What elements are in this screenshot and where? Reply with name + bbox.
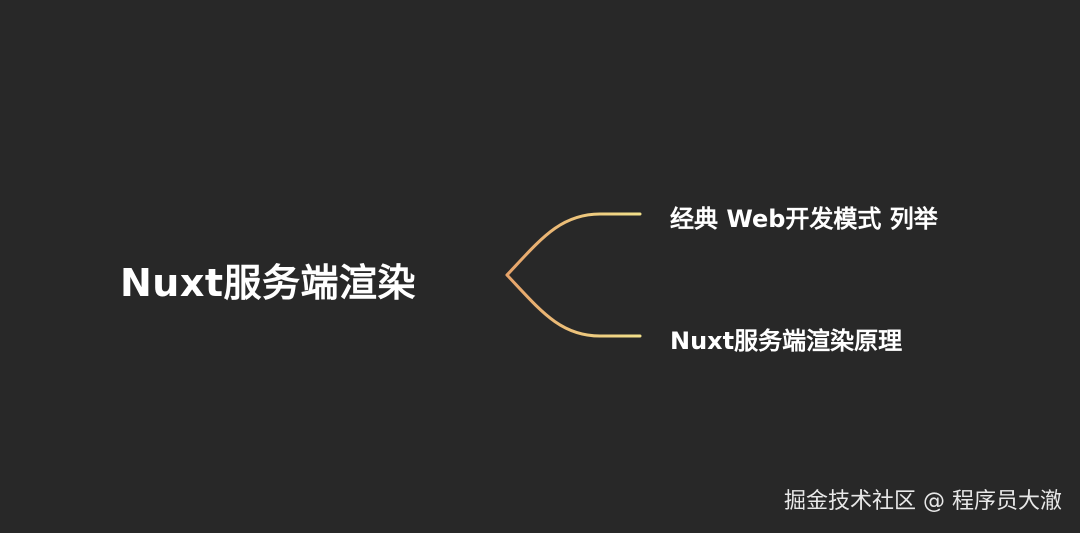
watermark: 掘金技术社区 @ 程序员大澈	[784, 489, 1062, 514]
branch-node-classic-web: 经典 Web开发模式 列举	[670, 205, 938, 233]
root-node-label: Nuxt服务端渲染	[120, 261, 417, 305]
connector-branch-top	[505, 212, 642, 277]
branch-node-ssr-principle: Nuxt服务端渲染原理	[670, 327, 903, 355]
connector-branch-bottom	[505, 273, 642, 338]
